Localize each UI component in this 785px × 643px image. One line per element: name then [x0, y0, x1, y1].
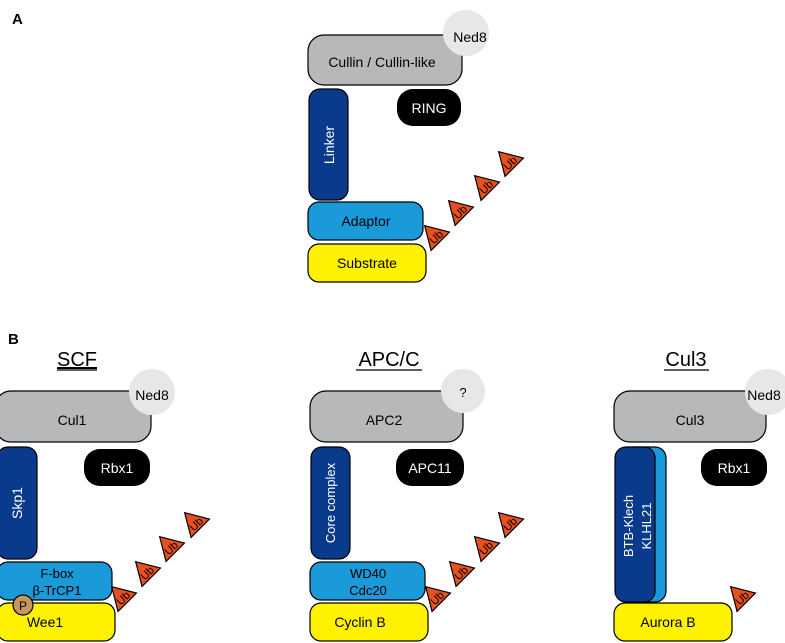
ub-chain: Ub Ub Ub Ub [423, 150, 525, 252]
unknown-label: ? [459, 385, 466, 400]
cullin-box [307, 34, 463, 86]
substrate-label: Substrate [337, 255, 397, 271]
cullin-label: Cul1 [58, 412, 87, 428]
ub-triangle [497, 511, 525, 539]
ub-triangle [134, 560, 162, 588]
ned8-circle [443, 10, 489, 56]
apcc-complex: APC/C APC2 ? APC11 Core complex WD40 Cdc… [309, 349, 525, 642]
panel-a-letter: A [12, 11, 23, 28]
panel-b-letter: B [8, 331, 19, 348]
ring-box [84, 449, 150, 486]
ub-triangle [729, 585, 757, 613]
ned8-label: Ned8 [747, 387, 781, 403]
phospho-circle [12, 594, 34, 616]
ub-triangle [423, 224, 451, 252]
ring-label: APC11 [408, 460, 452, 476]
ub-triangle [158, 535, 186, 563]
substrate-label: Wee1 [27, 614, 64, 630]
ub-triangle [473, 535, 501, 563]
linker-box [0, 446, 38, 560]
ub-triangle [448, 560, 476, 588]
ned8-circle [129, 369, 175, 415]
adaptor-box [307, 201, 424, 241]
adaptor-label-1: F-box [40, 566, 74, 581]
unknown-circle [441, 369, 485, 413]
ub-triangle [110, 585, 138, 613]
panel-a: A Cullin / Cullin-like Ned8 RING Linker … [12, 10, 525, 283]
linker-box [614, 446, 656, 603]
ub-triangle [183, 511, 211, 539]
adaptor-label-1: WD40 [350, 566, 386, 581]
linker-label: Linker [321, 126, 337, 164]
cullin-box [309, 390, 464, 443]
linker-label: Skp1 [9, 487, 25, 519]
linker-label: Core complex [323, 462, 338, 543]
adaptor-label: Adaptor [341, 213, 390, 229]
ub-chain: Ub Ub Ub Ub [110, 511, 211, 613]
linker-label-2: KLHL21 [639, 503, 654, 550]
cul3-title: Cul3 [665, 349, 706, 371]
cullin-label: Cullin / Cullin-like [328, 54, 436, 70]
scf-title: SCF [57, 349, 97, 371]
adaptor-box [0, 561, 113, 601]
cullin-box [0, 390, 152, 443]
ring-box [397, 89, 461, 126]
linker-label-1: BTB-Klech [621, 495, 636, 557]
ring-label: Rbx1 [718, 460, 751, 476]
substrate-box [309, 602, 429, 642]
ub-triangle [424, 585, 452, 613]
ned8-label: Ned8 [135, 387, 169, 403]
ub-chain: Ub Ub Ub Ub [424, 511, 525, 613]
cullin-label: APC2 [366, 412, 403, 428]
substrate-label: Aurora B [640, 614, 695, 630]
cullin-label: Cul3 [676, 412, 705, 428]
ned8-label: Ned8 [453, 29, 487, 45]
ub-triangle [497, 150, 525, 178]
linker-box [310, 446, 351, 560]
ub-triangle [447, 199, 475, 227]
adaptor-label-2: β-TrCP1 [33, 583, 82, 598]
cul3-complex: Cul3 Cul3 Ned8 Rbx1 BTB-Klech KLHL21 Aur… [613, 349, 785, 642]
ring-label: Rbx1 [101, 460, 134, 476]
apcc-title: APC/C [358, 349, 419, 371]
adaptor-label-2: Cdc20 [349, 583, 387, 598]
substrate-box [307, 243, 427, 283]
ub-chain: Ub [729, 585, 757, 613]
ring-box [396, 449, 464, 486]
cullin-box [613, 390, 767, 443]
substrate-box [613, 602, 733, 642]
linker-box [308, 88, 349, 201]
ned8-circle [745, 369, 785, 415]
ub-triangle [473, 174, 501, 202]
substrate-label: Cyclin B [334, 614, 385, 630]
ring-box [701, 449, 767, 486]
phospho-label: P [19, 599, 27, 613]
adaptor-box [309, 561, 426, 601]
ring-label: RING [412, 100, 447, 116]
scf-complex: SCF Cul1 Ned8 Rbx1 Skp1 F-box β-TrCP1 We… [0, 349, 211, 642]
